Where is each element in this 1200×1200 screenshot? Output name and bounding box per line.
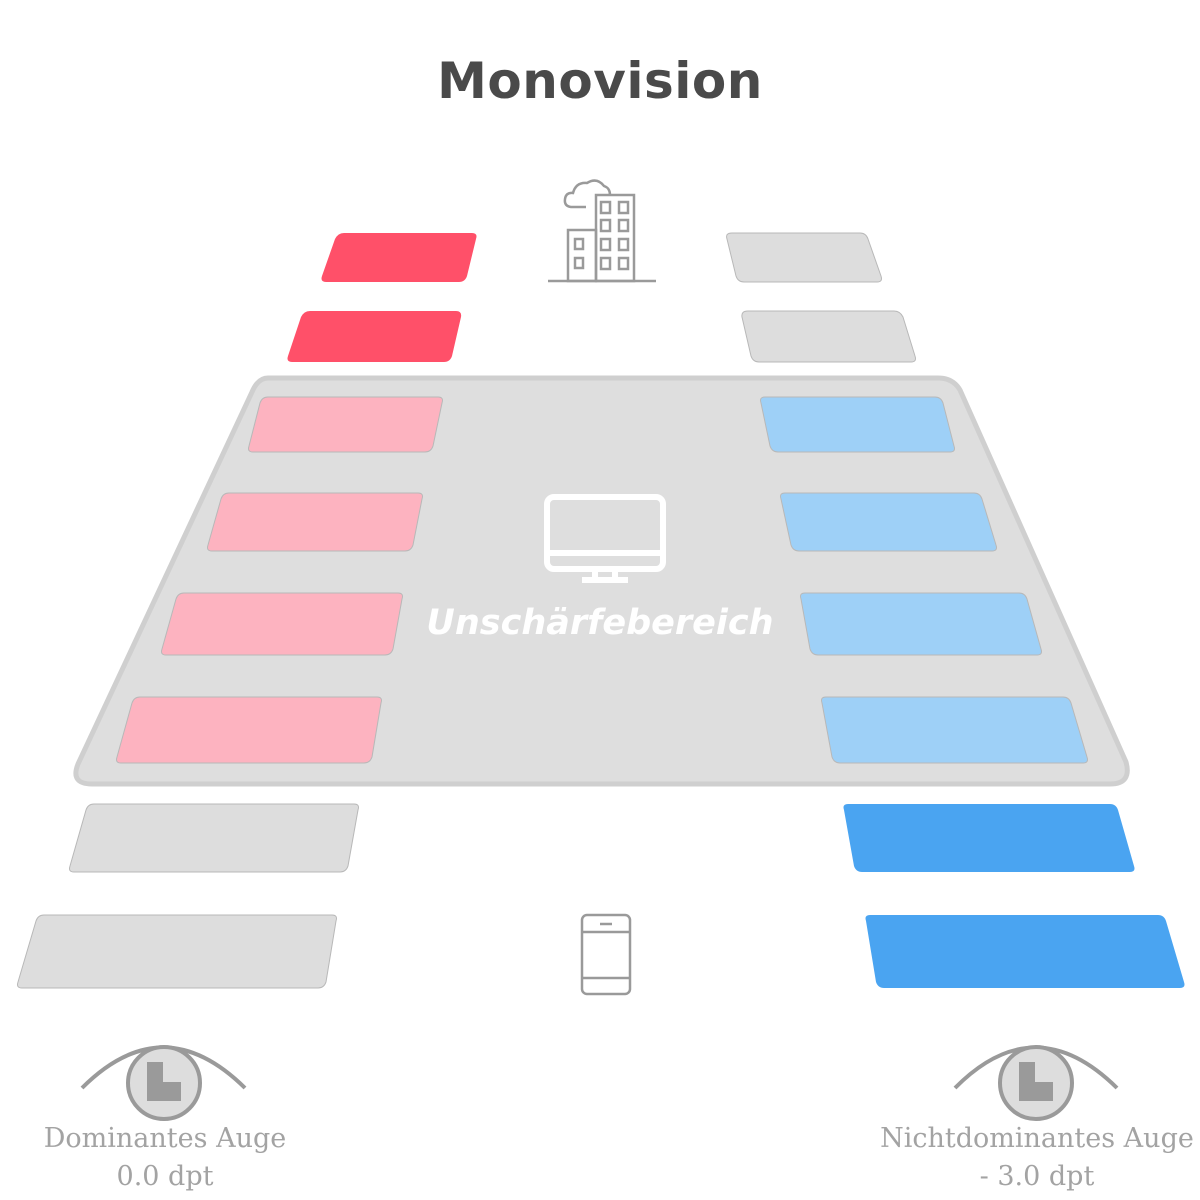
right-bar-mid-3 [800,592,1042,656]
left-eye-label: Dominantes Auge [43,1123,287,1154]
left-bar-far-1 [321,233,477,282]
right-bar-near-1 [843,804,1135,872]
left-bar-mid-2 [207,492,423,552]
left-eye-value: 0.0 dpt [116,1161,214,1192]
smartphone-icon [580,913,632,996]
left-bar-mid-3 [161,592,403,656]
left-bar-near-2 [17,914,337,989]
right-bar-near-2 [865,915,1185,988]
left-bar-far-2 [287,311,462,362]
right-bar-mid-1 [760,396,955,453]
building-cloud-icon [548,179,656,283]
right-bar-mid-4 [821,696,1088,764]
monitor-icon [544,494,666,583]
right-eye-label: Nichtdominantes Auge [880,1123,1194,1154]
left-bar-mid-1 [248,396,443,453]
left-eye-caption: Dominantes Auge 0.0 dpt [0,1120,345,1196]
right-bar-far-1 [726,232,882,283]
eye-icon [953,1045,1119,1121]
right-eye-caption: Nichtdominantes Auge - 3.0 dpt [857,1120,1200,1196]
right-bar-mid-2 [780,492,997,552]
left-eye-bars [17,233,477,989]
page-title: Monovision [437,52,763,110]
left-bar-mid-4 [116,696,382,764]
right-bar-far-2 [741,310,916,363]
left-bar-near-1 [69,803,359,873]
right-eye-bars [726,232,1185,988]
eye-icon [80,1045,247,1121]
blur-zone-label: Unschärfebereich [426,603,774,643]
right-eye-value: - 3.0 dpt [979,1161,1095,1192]
